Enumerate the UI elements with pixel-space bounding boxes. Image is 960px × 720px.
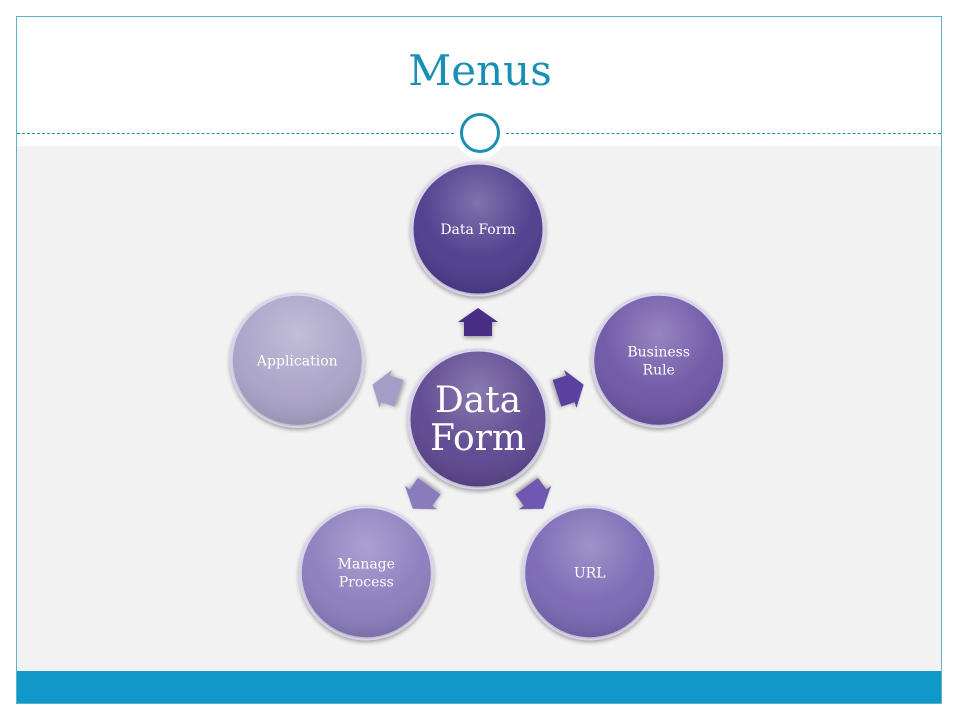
node-gloss [412, 163, 544, 295]
center-node: Data Form [407, 348, 549, 490]
arrow-to-data-form [458, 308, 498, 336]
arrow-shape [404, 477, 441, 510]
title-ring-icon [460, 113, 500, 153]
arrows-layer [372, 308, 584, 510]
footer-bar [17, 671, 941, 703]
arrow-to-url [515, 477, 552, 510]
center-node-gloss [409, 350, 547, 488]
node-label: Business [627, 344, 690, 360]
arrow-to-application [372, 369, 404, 409]
center-node-label-line1: Data [435, 380, 521, 421]
node-gloss [231, 294, 364, 427]
arrow-to-business-rule [552, 369, 584, 409]
center-node-label-line2: Form [430, 418, 526, 459]
node-label: Application [256, 353, 338, 369]
title-divider-right [506, 133, 941, 134]
node-label: Data Form [440, 222, 515, 238]
node-label: Manage [338, 557, 395, 573]
node-url: URL [522, 505, 658, 641]
arrow-shape [552, 369, 584, 409]
slide-title: Menus [408, 46, 552, 95]
node-application: Application [229, 292, 365, 428]
arrow-to-manage-process [404, 477, 441, 510]
node-label: Process [339, 575, 394, 591]
node-label: Rule [643, 362, 675, 378]
node-label: URL [574, 566, 606, 582]
node-gloss [523, 506, 656, 639]
arrow-shape [515, 477, 552, 510]
node-gloss [592, 294, 725, 427]
node-gloss [300, 506, 433, 639]
arrow-shape [458, 308, 498, 336]
nodes-layer: Data FormBusinessRuleURLManageProcessApp… [229, 161, 727, 641]
title-divider-left [17, 133, 454, 134]
arrow-shape [372, 369, 404, 409]
node-data-form: Data Form [410, 161, 546, 297]
